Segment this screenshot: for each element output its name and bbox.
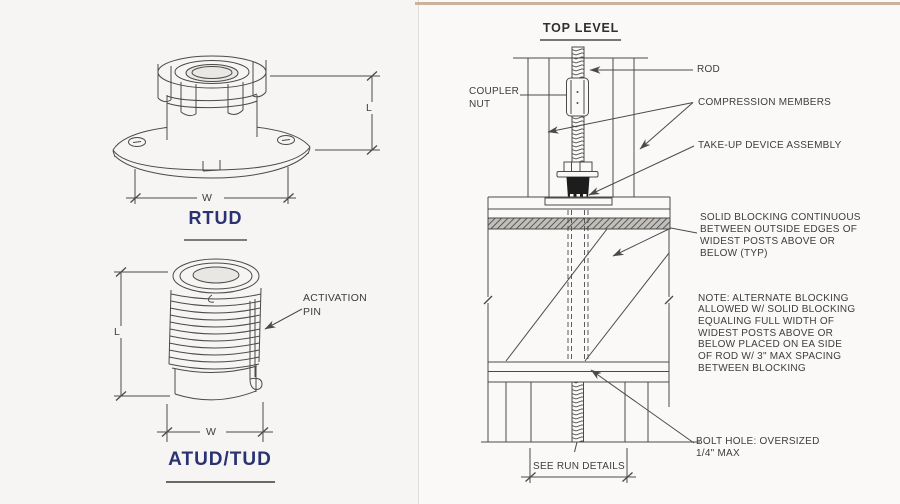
rtud-dim-L-label: L [364, 102, 375, 114]
compression-members-leader-left [547, 102, 694, 134]
framing-detail-drawing [481, 39, 700, 483]
solid-blocking-label: SOLID BLOCKING CONTINUOUS BETWEEN OUTSID… [700, 212, 861, 259]
hidden-rod-dashed [567, 210, 589, 361]
see-run-details-dimension [521, 448, 636, 483]
cross-brace-2 [584, 252, 670, 362]
floor-blocking-band [487, 196, 671, 230]
alternate-blocking-note: NOTE: ALTERNATE BLOCKING ALLOWED W/ SOLI… [698, 292, 856, 374]
top-accent-bar [415, 2, 900, 5]
activation-pin-label: ACTIVATION PIN [303, 292, 367, 318]
leader-lines [520, 66, 698, 444]
atud-dim-W-label: W [204, 426, 219, 438]
rtud-title: RTUD [188, 208, 243, 228]
rtud-body [166, 93, 258, 141]
atud-coil-body [168, 287, 262, 370]
threaded-rod-lower [571, 381, 584, 443]
solid-blocking-hatch [487, 217, 671, 230]
compression-members-label: COMPRESSION MEMBERS [698, 97, 832, 108]
threaded-rod-top [571, 46, 585, 79]
take-up-device-leader [588, 145, 695, 196]
activation-pin-leader [264, 308, 303, 330]
atud-activation-pin [249, 299, 263, 390]
take-up-device-label: TAKE-UP DEVICE ASSEMBLY [698, 139, 842, 151]
bolt-hole-leader [590, 369, 695, 444]
rtud-drawing [112, 55, 380, 241]
rod-and-take-up-assembly [556, 46, 599, 198]
coupler-nut [566, 77, 589, 117]
hex-nut [563, 161, 593, 172]
rtud-castellated-collar [157, 55, 267, 117]
atud-dimension-W [157, 402, 273, 442]
rtud-dimension-W [126, 167, 296, 204]
atud-lower-cup [171, 365, 258, 401]
atud-drawing [114, 258, 303, 483]
see-run-details-label: SEE RUN DETAILS [533, 461, 625, 472]
braced-bay [483, 210, 674, 442]
solid-blocking-leader [612, 227, 698, 257]
atud-pin-top-curl [207, 294, 215, 303]
atud-top-ring [172, 258, 260, 303]
top-level-title: TOP LEVEL [542, 21, 620, 35]
rod-label: ROD [697, 63, 720, 75]
upper-wall-posts [513, 57, 648, 197]
bolt-hole-label: BOLT HOLE: OVERSIZED 1/4" MAX [696, 435, 820, 460]
cross-brace-1 [505, 228, 608, 362]
compression-members-leader-right [639, 102, 694, 150]
take-up-device [566, 177, 590, 198]
atud-dimension-L [114, 267, 170, 401]
coupler-nut-label: COUPLER NUT [469, 86, 520, 110]
threaded-rod-mid [571, 115, 585, 163]
detail-panel-background [418, 0, 900, 504]
lower-wall-studs [481, 381, 700, 453]
washer [556, 171, 599, 178]
atud-title: ATUD/TUD [168, 449, 272, 470]
rtud-dim-W-label: W [200, 191, 215, 204]
double-plates [488, 361, 669, 383]
bearing-plate [544, 197, 613, 206]
atud-dim-L-label: L [112, 326, 123, 338]
